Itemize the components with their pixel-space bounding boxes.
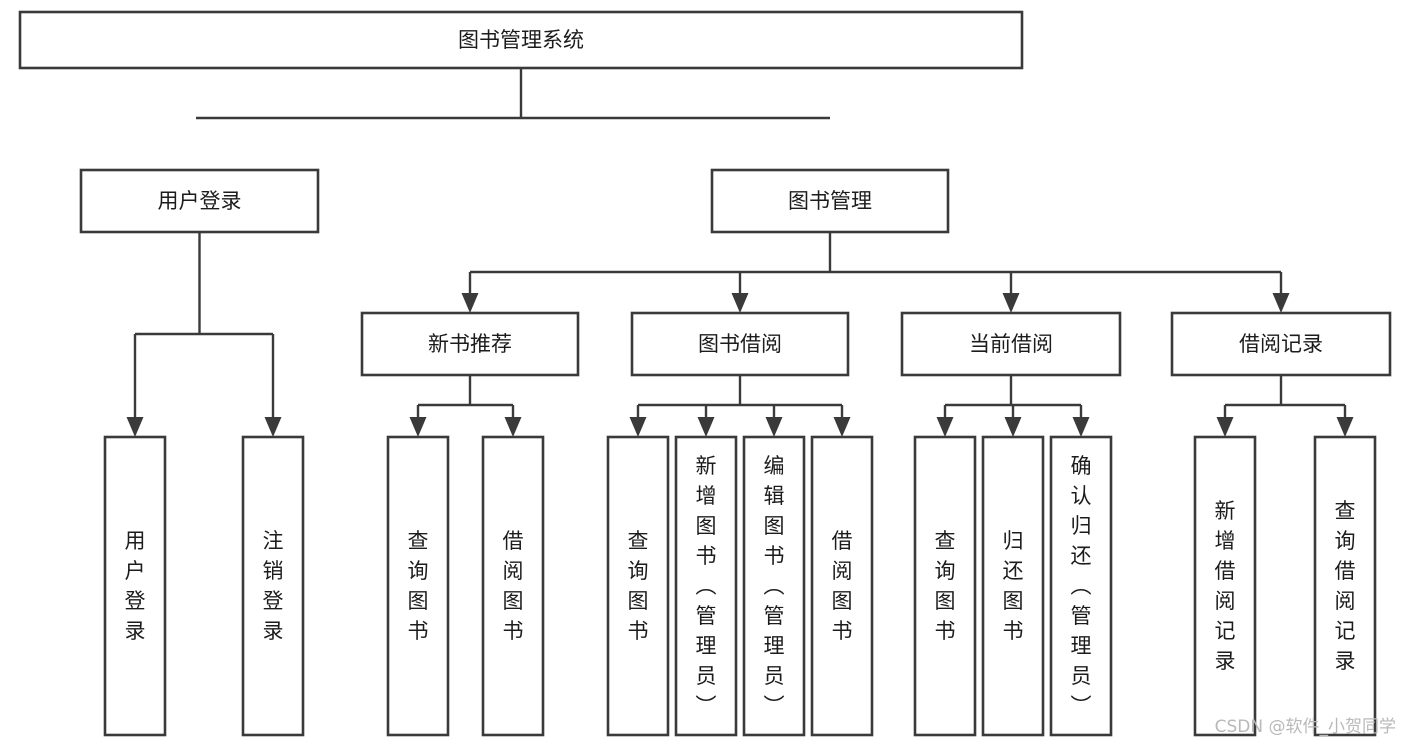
arrow-head-icon xyxy=(731,293,749,313)
node-box-new-book-recommend[interactable] xyxy=(360,311,580,377)
node-current-borrow[interactable]: 当前借阅 xyxy=(900,311,1122,377)
node-book-borrow[interactable]: 图书借阅 xyxy=(630,311,850,377)
node-box-leaf-confirm-return-admin[interactable] xyxy=(1049,435,1113,737)
arrow-head-icon xyxy=(1072,417,1090,437)
connector-group-borrow-record xyxy=(1216,375,1354,437)
node-label-root: 图书管理系统 xyxy=(458,28,584,52)
arrow-head-icon xyxy=(264,417,282,437)
node-label-book-management: 图书管理 xyxy=(788,189,872,213)
arrow-head-icon xyxy=(1216,417,1234,437)
node-box-leaf-edit-book-admin[interactable] xyxy=(742,435,806,737)
node-label-leaf-return-book: 归还图书 xyxy=(1003,529,1024,643)
arrow-head-icon xyxy=(765,417,783,437)
node-user-login[interactable]: 用户登录 xyxy=(79,168,320,234)
arrow-head-icon xyxy=(409,417,427,437)
node-label-leaf-user-login: 用户登录 xyxy=(125,529,146,643)
arrow-head-icon xyxy=(504,417,522,437)
node-label-leaf-add-borrow-record: 新增借阅记录 xyxy=(1215,499,1236,673)
node-box-leaf-logout[interactable] xyxy=(241,435,305,737)
arrow-head-icon xyxy=(1004,417,1022,437)
connector-group-root xyxy=(196,68,830,120)
node-label-user-login: 用户登录 xyxy=(158,189,242,213)
node-book-management[interactable]: 图书管理 xyxy=(710,168,950,234)
node-box-leaf-query-borrow-record[interactable] xyxy=(1313,435,1377,737)
arrow-head-icon xyxy=(697,417,715,437)
node-box-leaf-query-book-recommend[interactable] xyxy=(386,435,450,737)
node-label-borrow-record: 借阅记录 xyxy=(1239,332,1323,356)
node-box-leaf-add-borrow-record[interactable] xyxy=(1193,435,1257,737)
node-leaf-add-borrow-record[interactable]: 新增借阅记录 xyxy=(1193,435,1257,737)
connector-group-book-borrow xyxy=(629,375,851,437)
node-leaf-query-book-recommend[interactable]: 查询图书 xyxy=(386,435,450,737)
connector-group-new-book-recommend xyxy=(409,375,522,437)
node-box-leaf-borrow-book[interactable] xyxy=(810,435,874,737)
node-label-leaf-logout: 注销登录 xyxy=(263,529,284,643)
node-layer: 图书管理系统用户登录图书管理新书推荐图书借阅当前借阅借阅记录用户登录注销登录查询… xyxy=(18,10,1392,737)
node-label-leaf-query-book-recommend: 查询图书 xyxy=(408,529,429,643)
node-label-leaf-borrow-book-recommend: 借阅图书 xyxy=(503,529,524,643)
node-box-current-borrow[interactable] xyxy=(900,311,1122,377)
node-leaf-confirm-return-admin[interactable]: 确认归还︵管理员︶ xyxy=(1049,435,1113,737)
node-label-new-book-recommend: 新书推荐 xyxy=(428,332,512,356)
node-label-book-borrow: 图书借阅 xyxy=(698,332,782,356)
node-label-leaf-query-borrow-record: 查询借阅记录 xyxy=(1335,499,1356,673)
node-leaf-query-book-current[interactable]: 查询图书 xyxy=(913,435,977,737)
arrow-head-icon xyxy=(1272,293,1290,313)
node-leaf-edit-book-admin[interactable]: 编辑图书︵管理员︶ xyxy=(742,435,806,737)
node-leaf-return-book[interactable]: 归还图书 xyxy=(981,435,1045,737)
node-leaf-add-book-admin[interactable]: 新增图书︵管理员︶ xyxy=(674,435,738,737)
arrow-head-icon xyxy=(936,417,954,437)
node-box-leaf-return-book[interactable] xyxy=(981,435,1045,737)
arrow-head-icon xyxy=(1002,293,1020,313)
csdn-watermark: CSDN @软件_小贺同学 xyxy=(1215,717,1396,737)
node-box-user-login[interactable] xyxy=(79,168,320,234)
node-leaf-borrow-book[interactable]: 借阅图书 xyxy=(810,435,874,737)
node-leaf-user-login[interactable]: 用户登录 xyxy=(103,435,167,737)
node-box-leaf-query-book-borrow[interactable] xyxy=(606,435,670,737)
arrow-head-icon xyxy=(629,417,647,437)
node-label-leaf-query-book-borrow: 查询图书 xyxy=(628,529,649,643)
node-box-book-borrow[interactable] xyxy=(630,311,850,377)
node-box-leaf-query-book-current[interactable] xyxy=(913,435,977,737)
node-box-book-management[interactable] xyxy=(710,168,950,234)
connector-layer xyxy=(126,68,1354,437)
node-leaf-borrow-book-recommend[interactable]: 借阅图书 xyxy=(481,435,545,737)
node-leaf-logout[interactable]: 注销登录 xyxy=(241,435,305,737)
node-label-leaf-add-book-admin: 新增图书︵管理员︶ xyxy=(696,454,717,718)
arrow-head-icon xyxy=(1336,417,1354,437)
connector-group-user-login xyxy=(126,232,282,437)
node-box-borrow-record[interactable] xyxy=(1170,311,1392,377)
node-label-leaf-confirm-return-admin: 确认归还︵管理员︶ xyxy=(1071,454,1092,718)
node-box-leaf-user-login[interactable] xyxy=(103,435,167,737)
node-leaf-query-borrow-record[interactable]: 查询借阅记录 xyxy=(1313,435,1377,737)
arrow-head-icon xyxy=(461,293,479,313)
node-label-current-borrow: 当前借阅 xyxy=(969,332,1053,356)
connector-group-current-borrow xyxy=(936,375,1090,437)
node-root[interactable]: 图书管理系统 xyxy=(18,10,1024,70)
node-label-leaf-edit-book-admin: 编辑图书︵管理员︶ xyxy=(764,454,785,718)
node-leaf-query-book-borrow[interactable]: 查询图书 xyxy=(606,435,670,737)
node-box-root[interactable] xyxy=(18,10,1024,70)
connector-group-book-management xyxy=(461,232,1290,313)
arrow-head-icon xyxy=(833,417,851,437)
node-label-leaf-borrow-book: 借阅图书 xyxy=(832,529,853,643)
node-box-leaf-borrow-book-recommend[interactable] xyxy=(481,435,545,737)
node-new-book-recommend[interactable]: 新书推荐 xyxy=(360,311,580,377)
node-label-leaf-query-book-current: 查询图书 xyxy=(935,529,956,643)
arrow-head-icon xyxy=(126,417,144,437)
node-borrow-record[interactable]: 借阅记录 xyxy=(1170,311,1392,377)
node-box-leaf-add-book-admin[interactable] xyxy=(674,435,738,737)
